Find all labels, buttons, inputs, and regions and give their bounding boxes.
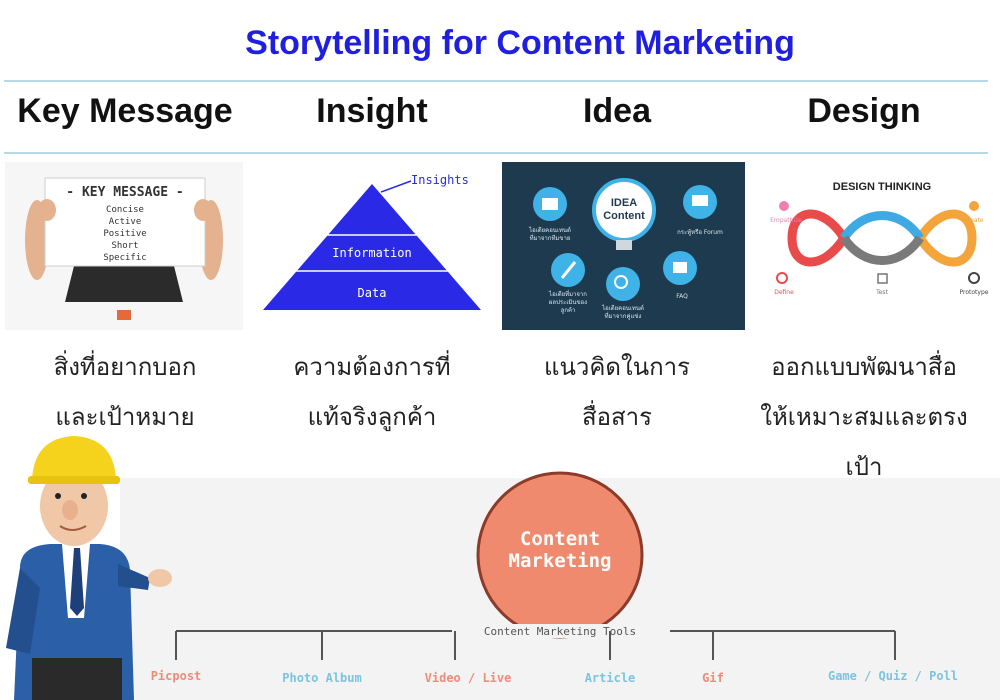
stage-label: Prototype [960,289,989,296]
idea-node-label: ที่มาจากคู่แข่ง [605,312,642,320]
heading-insight: Insight [316,92,428,130]
tool-label: Picpost [151,669,202,683]
idea-node-label: ไอเดียคอนเทนต์ [528,226,571,234]
idea-node-label: ที่มาจากทีมขาย [530,234,571,242]
desc-insight: ความต้องการที่ แท้จริงลูกค้า [252,342,492,442]
key-message-item: Positive [103,229,146,239]
magnifier-icon [606,267,640,301]
center-label: Content [520,528,600,550]
hard-hat-icon [32,436,116,480]
key-message-item: Short [111,241,138,251]
design-thinking-diagram: DESIGN THINKING Empathize Ideate Define … [752,162,990,330]
heading-design: Design [807,92,921,130]
center-label: Marketing [509,550,612,572]
engineer-mascot [6,436,172,700]
pyramid-bottom-label: Data [358,286,387,300]
desc-key-message: สิ่งที่อยากบอก และเป้าหมาย [5,342,245,442]
desc-line: แนวคิดในการ [543,353,690,381]
pyramid-middle-label: Information [332,246,411,260]
heading-key-message: Key Message [17,92,233,130]
heading-idea: Idea [582,92,652,130]
desc-line: สิ่งที่อยากบอก [53,353,197,381]
lightbulb-icon [616,240,632,250]
idea-center-label: Content [603,210,645,222]
key-message-item: Specific [103,253,146,263]
tool-label: Article [585,671,636,685]
idea-center-label: IDEA [611,197,637,209]
desc-line: เป้า [845,453,883,481]
bulb-icon [969,201,979,211]
idea-node-label: ไอเดียคอนเทนต์ [601,304,644,312]
desc-line: ออกแบบพัฒนาสื่อ [771,353,957,381]
eye [55,493,61,499]
divider-header [4,152,988,154]
tool-label: Video / Live [425,671,512,685]
desc-design: ออกแบบพัฒนาสื่อ ให้เหมาะสมและตรง เป้า [744,342,984,492]
idea-node-label: ผลประเมินของ [549,299,587,306]
tool-label: Game / Quiz / Poll [828,669,958,683]
desc-line: สื่อสาร [581,403,653,431]
content-marketing-diagram: Content Marketing Content Marketing Tool… [151,471,958,685]
tools-label: Content Marketing Tools [484,625,636,638]
stage-label: Define [774,289,794,296]
tool-label: Gif [702,671,724,685]
desc-line: และเป้าหมาย [55,403,195,431]
stage-label: Empathize [770,217,802,224]
key-message-item: Concise [106,205,144,215]
stage-label: Test [875,289,888,296]
pyramid-top-label: Insights [411,173,469,187]
tool-label: Photo Album [282,671,361,685]
key-message-title: - KEY MESSAGE - [66,185,183,200]
idea-node-label: กระทู้หรือ Forum [677,228,723,236]
idea-node-label: FAQ [676,293,688,300]
desc-line: ให้เหมาะสมและตรง [760,403,968,431]
desc-line: ความต้องการที่ [293,353,451,381]
page-title: Storytelling for Content Marketing [245,24,795,62]
key-message-image: - KEY MESSAGE - Concise Active Positive … [5,162,243,330]
stage-label: Ideate [965,217,984,224]
idea-node-label: ลูกค้า [561,307,576,314]
design-thinking-title: DESIGN THINKING [833,181,931,193]
nose [62,500,78,520]
small-logo-icon [117,310,131,320]
test-icon [877,273,888,284]
heart-icon [779,201,789,211]
search-icon [776,272,788,284]
idea-content-diagram: IDEA Content ไอเดียคอนเทนต์ ที่มาจากทีมข… [502,162,745,330]
eye [81,493,87,499]
insight-pyramid: Insights Information Data [253,162,491,330]
gear-icon [968,272,980,284]
idea-node-label: ไอเดียที่มาจาก [548,290,587,298]
key-message-item: Active [109,217,142,227]
desc-idea: แนวคิดในการ สื่อสาร [497,342,737,442]
desc-line: แท้จริงลูกค้า [307,403,437,431]
divider-top [4,80,988,82]
